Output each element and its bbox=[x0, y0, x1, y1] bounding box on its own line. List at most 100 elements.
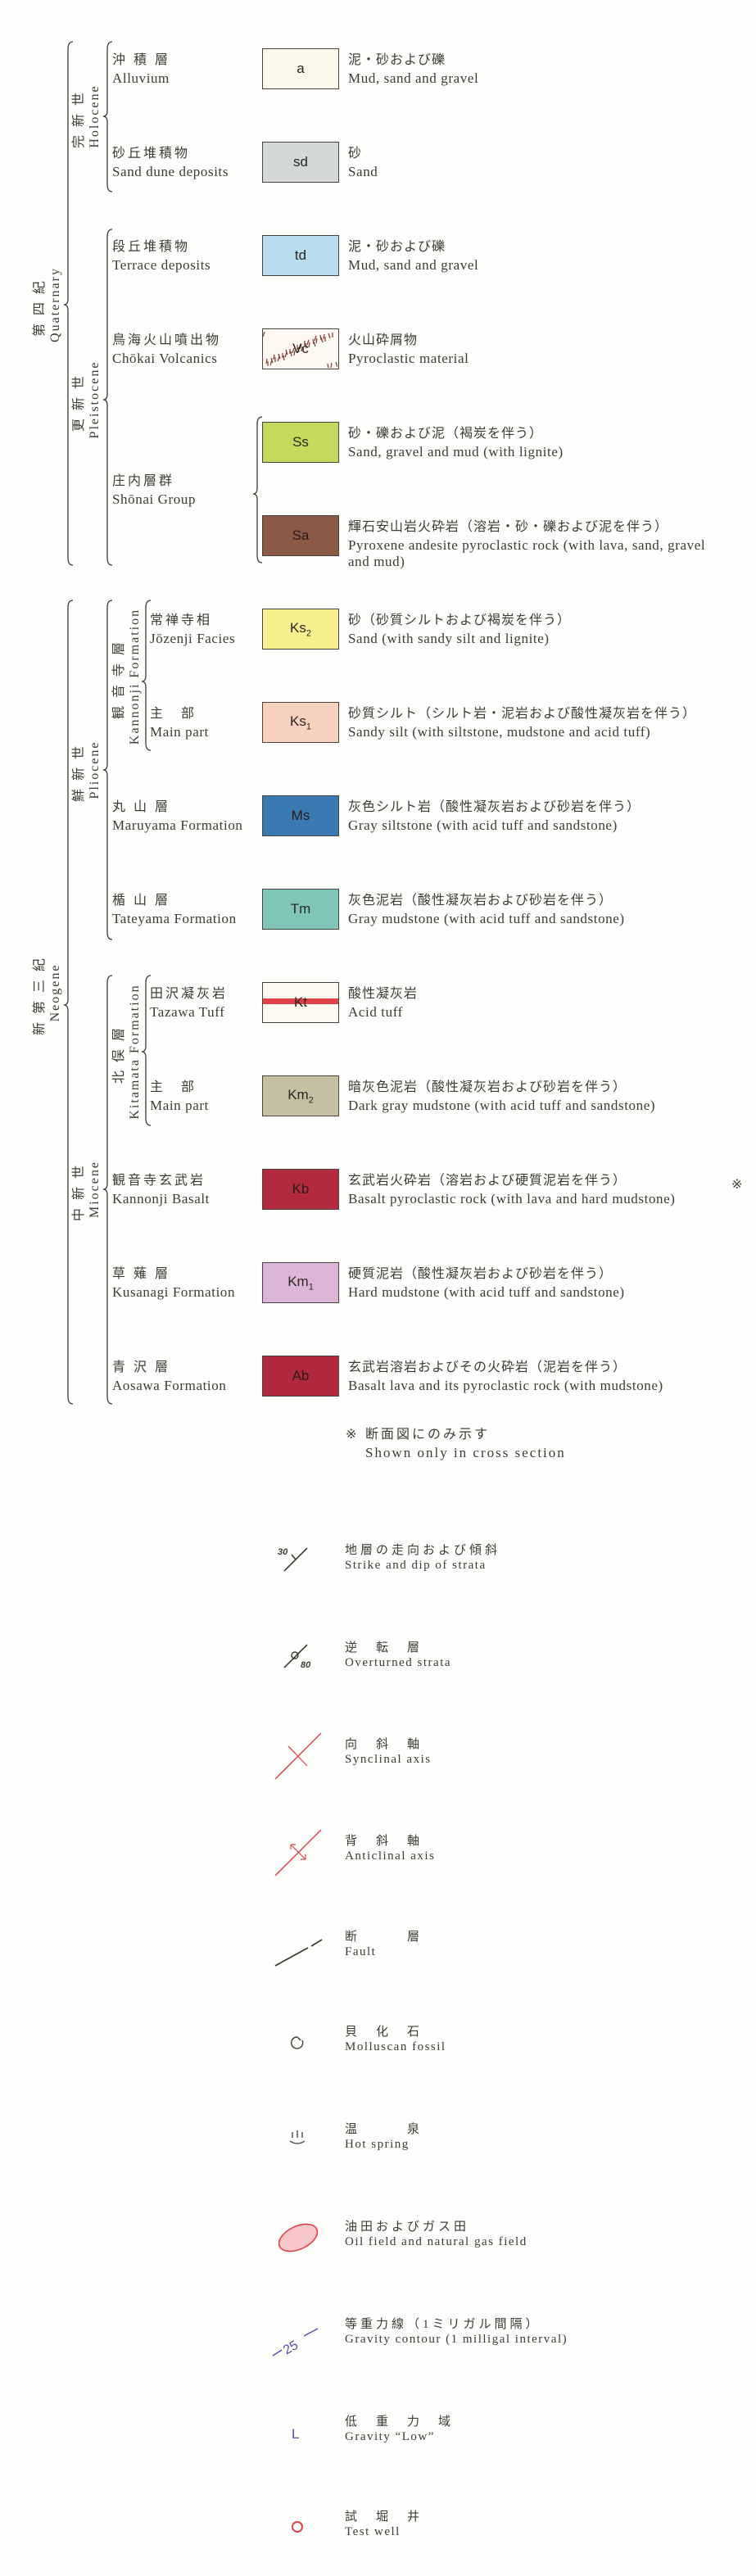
unit-code-subscript: 2 bbox=[306, 628, 311, 639]
unit-description-ja: 火山砕屑物 bbox=[348, 333, 419, 347]
unit-symbol: Vc bbox=[292, 341, 309, 357]
unit-code: Tm bbox=[290, 901, 311, 917]
unit-color-swatch: Ms bbox=[262, 795, 339, 836]
tuff-band bbox=[263, 998, 338, 1004]
symbol-label-en: Oil field and natural gas field bbox=[345, 2235, 527, 2248]
pleistocene-bracket bbox=[102, 229, 113, 566]
unit-description-en: Sand, gravel and mud (with lignite) bbox=[348, 444, 564, 460]
strike-dip-icon: 30 bbox=[278, 1547, 308, 1572]
symbol-label-ja: 温 泉 bbox=[345, 2123, 423, 2136]
unit-color-swatch: Km1 bbox=[262, 1262, 339, 1303]
pleistocene-label-en: Pleistocene bbox=[88, 360, 102, 439]
unit-symbol: Ks2 bbox=[290, 620, 311, 638]
unit-code: Ab bbox=[292, 1368, 310, 1383]
miocene-label-ja: 中新世 bbox=[72, 1157, 86, 1222]
molluscan-fossil-icon bbox=[291, 2036, 304, 2049]
symbol-value: 30 bbox=[278, 1547, 288, 1557]
pliocene-label-en: Pliocene bbox=[88, 740, 102, 799]
unit-description-ja: 玄武岩溶岩およびその火砕岩（泥岩を伴う） bbox=[348, 1360, 627, 1374]
unit-description-ja: 硬質泥岩（酸性凝灰岩および砂岩を伴う） bbox=[348, 1267, 613, 1281]
symbol-label-ja: 逆 転 層 bbox=[345, 1641, 423, 1655]
unit-code: Kt bbox=[293, 994, 308, 1010]
neogene-label-en: Neogene bbox=[48, 963, 62, 1022]
kannonji-formation-bracket bbox=[141, 600, 152, 751]
miocene-label-en: Miocene bbox=[88, 1161, 102, 1218]
symbol-label-en: Gravity contour (1 milligal interval) bbox=[345, 2333, 568, 2346]
unit-description-en: Pyroxene andesite pyroclastic rock (with… bbox=[348, 537, 706, 569]
symbol-label-en: Synclinal axis bbox=[345, 1753, 432, 1766]
unit-code: Vc bbox=[292, 341, 309, 356]
shonai-group-name-en: Shōnai Group bbox=[112, 491, 197, 507]
unit-code: Sa bbox=[292, 527, 310, 543]
unit-name-en: Jōzenji Facies bbox=[150, 631, 236, 646]
unit-color-swatch: Km2 bbox=[262, 1075, 339, 1116]
unit-code: Ss bbox=[292, 434, 309, 450]
unit-name-ja: 段丘堆積物 bbox=[112, 240, 191, 254]
unit-name-en: Chōkai Volcanics bbox=[112, 351, 218, 366]
unit-symbol: a bbox=[297, 61, 304, 77]
unit-description-ja: 砂（砂質シルトおよび褐炭を伴う） bbox=[348, 613, 572, 627]
unit-color-swatch: Kb bbox=[262, 1169, 339, 1210]
symbol-label-en: Strike and dip of strata bbox=[345, 1559, 487, 1572]
kitamata-formation-bracket bbox=[141, 975, 152, 1126]
symbol-label-ja: 低 重 力 域 bbox=[345, 2415, 455, 2429]
unit-name-ja: 常禅寺相 bbox=[150, 613, 213, 627]
unit-name-ja: 草 薙 層 bbox=[112, 1267, 171, 1281]
unit-name-ja: 丸 山 層 bbox=[112, 800, 171, 814]
symbol-label-en: Gravity “Low” bbox=[345, 2430, 435, 2443]
unit-name-ja: 主 部 bbox=[150, 707, 197, 721]
unit-description-en: Acid tuff bbox=[348, 1004, 403, 1020]
kitamata-label-en: Kitamata Formation bbox=[128, 984, 142, 1120]
unit-symbol: sd bbox=[293, 154, 308, 170]
unit-code: Kb bbox=[292, 1181, 310, 1197]
unit-name-en: Kusanagi Formation bbox=[112, 1284, 236, 1300]
unit-description-ja: 灰色シルト岩（酸性凝灰岩および砂岩を伴う） bbox=[348, 800, 641, 814]
pliocene-label-ja: 鮮新世 bbox=[72, 737, 86, 803]
unit-name-en: Tateyama Formation bbox=[112, 911, 237, 926]
symbol-label-en: Fault bbox=[345, 1945, 377, 1958]
symbol-label-ja: 試 堀 井 bbox=[345, 2510, 423, 2524]
symbol-label-ja: 油田およびガス田 bbox=[345, 2221, 470, 2234]
unit-color-swatch: Vc bbox=[262, 328, 339, 369]
symbol-label-en: Overturned strata bbox=[345, 1656, 452, 1669]
quaternary-label-ja: 第四紀 bbox=[33, 273, 47, 337]
symbol-value: 80 bbox=[301, 1660, 311, 1670]
symbol-value: L bbox=[292, 2426, 299, 2442]
gravity-contour-icon: 25 bbox=[272, 2328, 319, 2357]
symbol-label-ja: 断 層 bbox=[345, 1931, 423, 1944]
kitamata-label-ja: 北俣層 bbox=[112, 1020, 126, 1084]
unit-name-en: Sand dune deposits bbox=[112, 164, 229, 179]
cross-section-only-mark: ※ bbox=[731, 1178, 745, 1192]
unit-name-en: Maruyama Formation bbox=[112, 817, 243, 833]
holocene-bracket bbox=[102, 41, 113, 192]
symbol-label-en: Anticlinal axis bbox=[345, 1849, 436, 1863]
unit-symbol: Km1 bbox=[287, 1274, 314, 1292]
holocene-label-ja: 完新世 bbox=[72, 84, 86, 149]
unit-code: td bbox=[294, 247, 307, 263]
unit-description-en: Mud, sand and gravel bbox=[348, 70, 479, 86]
unit-symbol: td bbox=[295, 247, 306, 264]
unit-color-swatch: Ks1 bbox=[262, 702, 339, 743]
unit-name-ja: 主 部 bbox=[150, 1080, 197, 1094]
unit-name-en: Tazawa Tuff bbox=[150, 1004, 225, 1020]
unit-name-ja: 観音寺玄武岩 bbox=[112, 1174, 206, 1188]
unit-description-en: Mud, sand and gravel bbox=[348, 257, 479, 273]
fault-icon bbox=[274, 1939, 323, 1967]
unit-name-ja: 楯 山 層 bbox=[112, 894, 171, 908]
unit-description-en: Gray siltstone (with acid tuff and sands… bbox=[348, 817, 618, 833]
unit-color-swatch: Ss bbox=[262, 422, 339, 463]
unit-color-swatch: Ks2 bbox=[262, 609, 339, 650]
unit-color-swatch: Kt bbox=[262, 982, 339, 1023]
symbol-label-ja: 地層の走向および傾斜 bbox=[345, 1544, 501, 1557]
unit-description-ja: 泥・砂および礫 bbox=[348, 53, 446, 67]
oil-gas-field-icon bbox=[278, 2223, 319, 2252]
symbol-label-ja: 等重力線（1ミリガル間隔） bbox=[345, 2318, 541, 2331]
unit-code: a bbox=[297, 61, 305, 76]
unit-description-en: Pyroclastic material bbox=[348, 351, 469, 366]
unit-symbol: Ab bbox=[292, 1368, 310, 1384]
unit-description-ja: 泥・砂および礫 bbox=[348, 240, 446, 254]
unit-name-ja: 青 沢 層 bbox=[112, 1360, 171, 1374]
